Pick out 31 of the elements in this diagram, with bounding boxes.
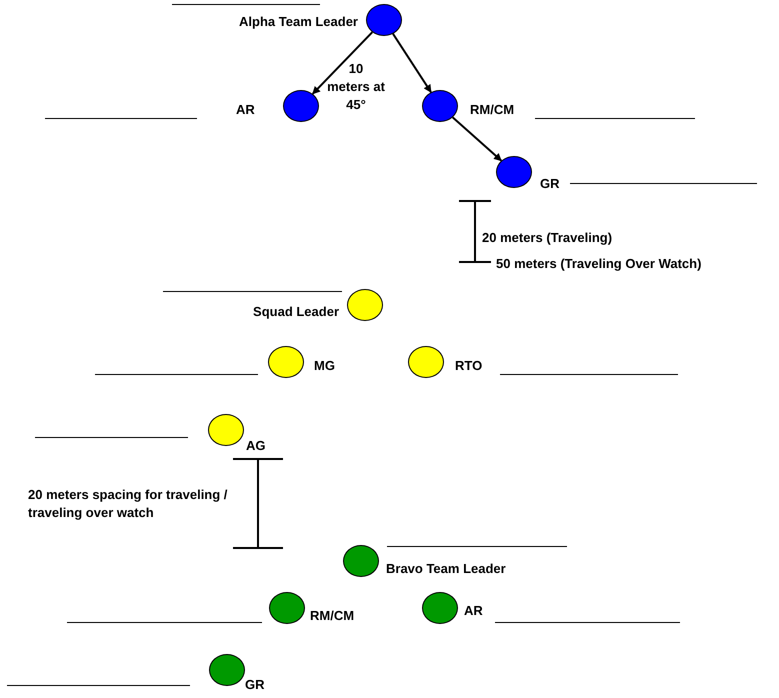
position-label: MG bbox=[314, 358, 335, 374]
position-circle bbox=[208, 414, 244, 446]
distance-label: 20 meters spacing for traveling / traveling over watch bbox=[28, 486, 228, 522]
position-circle bbox=[268, 346, 304, 378]
position-circle bbox=[347, 289, 383, 321]
position-label: RM/CM bbox=[310, 608, 354, 624]
position-label: Squad Leader bbox=[253, 304, 339, 320]
distance-label: 50 meters (Traveling Over Watch) bbox=[496, 256, 702, 272]
position-circle bbox=[408, 346, 444, 378]
position-circle bbox=[366, 4, 402, 36]
position-label: AR bbox=[464, 603, 483, 619]
position-label: GR bbox=[245, 677, 264, 693]
position-label: GR bbox=[540, 176, 560, 192]
position-circle bbox=[343, 545, 379, 577]
position-label: Alpha Team Leader bbox=[239, 14, 358, 30]
arrow bbox=[312, 31, 373, 95]
distance-label: 20 meters (Traveling) bbox=[482, 230, 612, 246]
distance-label: 10 meters at 45° bbox=[326, 60, 386, 114]
position-label: RM/CM bbox=[470, 102, 514, 118]
position-circle bbox=[496, 156, 532, 188]
position-circle bbox=[422, 592, 458, 624]
position-label: AG bbox=[246, 438, 266, 454]
position-circle bbox=[422, 90, 458, 122]
position-circle bbox=[283, 90, 319, 122]
position-circle bbox=[269, 592, 305, 624]
arrow bbox=[392, 33, 432, 93]
arrow bbox=[452, 116, 502, 162]
position-label: AR bbox=[236, 102, 255, 118]
position-label: Bravo Team Leader bbox=[386, 561, 506, 577]
position-circle bbox=[209, 654, 245, 686]
position-label: RTO bbox=[455, 358, 482, 374]
